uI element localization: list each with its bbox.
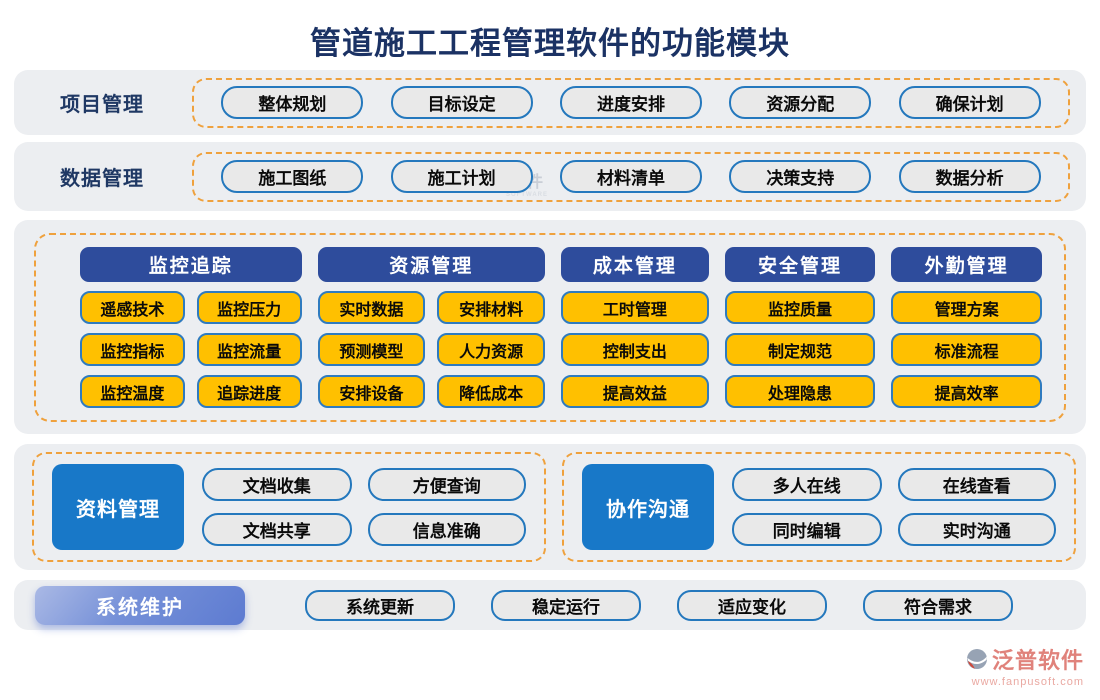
matrix-buttons: 实时数据安排材料预测模型人力资源安排设备降低成本 xyxy=(317,291,545,408)
brand-url: www.fanpusoft.com xyxy=(971,676,1084,688)
band-project-buttons-box: 整体规划目标设定进度安排资源分配确保计划 xyxy=(192,77,1070,128)
matrix-buttons: 监控质量制定规范处理隐患 xyxy=(724,291,876,408)
brand: 泛普软件 www.fanpusoft.com xyxy=(966,643,1084,688)
feature-button: 制定规范 xyxy=(724,333,876,366)
feature-button: 提高效益 xyxy=(561,375,709,408)
module-button: 施工计划 xyxy=(390,160,533,193)
matrix-column-field: 外勤管理 管理方案标准流程提高效率 xyxy=(891,247,1043,408)
group-button: 文档共享 xyxy=(202,513,352,546)
group-button: 在线查看 xyxy=(897,468,1056,501)
group-button: 方便查询 xyxy=(367,468,526,501)
group-collaboration-buttons: 多人在线在线查看同时编辑实时沟通 xyxy=(732,468,1056,546)
footer-button: 稳定运行 xyxy=(491,589,641,621)
matrix-column-safety: 安全管理 监控质量制定规范处理隐患 xyxy=(724,247,876,408)
band-project-management: 项目管理 整体规划目标设定进度安排资源分配确保计划 xyxy=(14,70,1086,135)
footer-label: 系统维护 xyxy=(35,585,245,625)
module-button: 数据分析 xyxy=(898,160,1041,193)
feature-button: 追踪进度 xyxy=(196,375,302,408)
feature-button: 遥感技术 xyxy=(80,291,185,324)
feature-button: 监控流量 xyxy=(196,333,302,366)
footer-band: 系统维护 系统更新 稳定运行 适应变化 符合需求 xyxy=(14,580,1086,630)
module-button: 目标设定 xyxy=(390,86,533,119)
group-documents: 资料管理 文档收集方便查询文档共享信息准确 xyxy=(32,452,546,562)
module-button: 确保计划 xyxy=(898,86,1041,119)
module-button: 整体规划 xyxy=(221,86,364,119)
module-button: 进度安排 xyxy=(559,86,702,119)
group-button: 信息准确 xyxy=(367,513,526,546)
matrix-box: 监控追踪 遥感技术监控压力监控指标监控流量监控温度追踪进度 资源管理 实时数据安… xyxy=(34,233,1066,422)
feature-button: 标准流程 xyxy=(891,333,1043,366)
brand-name: 泛普软件 xyxy=(991,648,1084,673)
matrix-column-resources: 资源管理 实时数据安排材料预测模型人力资源安排设备降低成本 xyxy=(317,247,545,408)
group-button: 同时编辑 xyxy=(732,513,882,546)
band-data-label: 数据管理 xyxy=(60,168,144,190)
feature-button: 监控压力 xyxy=(196,291,302,324)
feature-button: 管理方案 xyxy=(891,291,1043,324)
matrix-header: 监控追踪 xyxy=(80,247,302,282)
group-button: 文档收集 xyxy=(202,468,352,501)
feature-button: 安排设备 xyxy=(317,375,426,408)
matrix-buttons: 管理方案标准流程提高效率 xyxy=(891,291,1043,408)
feature-button: 工时管理 xyxy=(561,291,709,324)
feature-button: 监控温度 xyxy=(80,375,185,408)
feature-button: 降低成本 xyxy=(437,375,545,408)
page-title: 管道施工工程管理软件的功能模块 xyxy=(310,26,790,61)
group-button: 实时沟通 xyxy=(897,513,1056,546)
band-project-label: 项目管理 xyxy=(60,94,144,116)
band-data-buttons-box: 施工图纸施工计划材料清单决策支持数据分析 xyxy=(192,151,1070,202)
matrix-column-monitoring: 监控追踪 遥感技术监控压力监控指标监控流量监控温度追踪进度 xyxy=(80,247,302,408)
footer-button: 符合需求 xyxy=(863,589,1013,621)
footer-button: 系统更新 xyxy=(305,589,455,621)
groups-band: 资料管理 文档收集方便查询文档共享信息准确 协作沟通 多人在线在线查看同时编辑实… xyxy=(14,444,1086,570)
feature-button: 监控指标 xyxy=(80,333,185,366)
matrix-header: 安全管理 xyxy=(724,247,876,282)
matrix-header: 外勤管理 xyxy=(891,247,1043,282)
group-documents-buttons: 文档收集方便查询文档共享信息准确 xyxy=(202,468,526,546)
module-button: 资源分配 xyxy=(729,86,872,119)
matrix-buttons: 工时管理控制支出提高效益 xyxy=(561,291,709,408)
module-button: 材料清单 xyxy=(559,160,702,193)
feature-button: 实时数据 xyxy=(317,291,426,324)
matrix-buttons: 遥感技术监控压力监控指标监控流量监控温度追踪进度 xyxy=(80,291,302,408)
feature-button: 提高效率 xyxy=(891,375,1043,408)
group-collaboration-label: 协作沟通 xyxy=(582,464,714,550)
group-documents-label: 资料管理 xyxy=(52,464,184,550)
matrix-column-cost: 成本管理 工时管理控制支出提高效益 xyxy=(561,247,709,408)
matrix-header: 资源管理 xyxy=(317,247,545,282)
feature-button: 安排材料 xyxy=(437,291,545,324)
matrix-header: 成本管理 xyxy=(561,247,709,282)
feature-button: 控制支出 xyxy=(561,333,709,366)
feature-button: 预测模型 xyxy=(317,333,426,366)
feature-button: 处理隐患 xyxy=(724,375,876,408)
module-button: 决策支持 xyxy=(729,160,872,193)
group-button: 多人在线 xyxy=(732,468,882,501)
feature-button: 人力资源 xyxy=(437,333,545,366)
matrix-band: 监控追踪 遥感技术监控压力监控指标监控流量监控温度追踪进度 资源管理 实时数据安… xyxy=(14,220,1086,434)
fanpu-logo-icon xyxy=(966,649,987,669)
footer-button: 适应变化 xyxy=(677,589,827,621)
feature-button: 监控质量 xyxy=(724,291,876,324)
footer-buttons: 系统更新 稳定运行 适应变化 符合需求 xyxy=(305,589,1013,621)
module-button: 施工图纸 xyxy=(221,160,364,193)
group-collaboration: 协作沟通 多人在线在线查看同时编辑实时沟通 xyxy=(562,452,1076,562)
